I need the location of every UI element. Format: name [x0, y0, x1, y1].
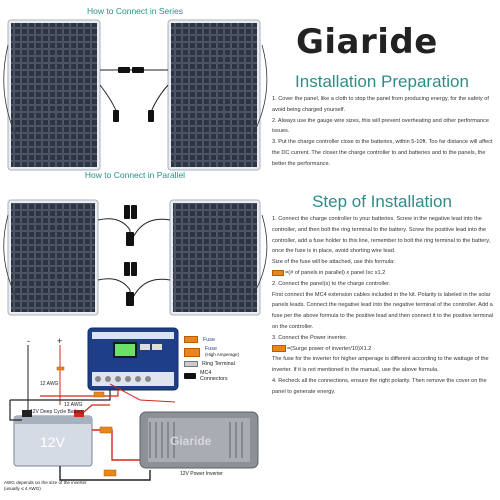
step-1-formula-intro: Size of the fuse will be attached, use t… [272, 259, 395, 266]
legend-item-fuse: Fuse [184, 336, 264, 343]
step-3: The fuse for the inverter for higher amp… [272, 356, 489, 374]
wiring-diagram [3, 19, 268, 481]
preparation-list: 1. Cover the panel, like a cloth to stop… [272, 94, 494, 170]
step-2: First connect the MC4 extension cables i… [272, 291, 494, 330]
series-title: How to Connect in Series [87, 6, 183, 16]
plus-sign: + [57, 336, 63, 346]
steps-list: 1. Connect the charge controller to your… [272, 214, 494, 398]
inverter-brand: Giaride [170, 434, 212, 448]
legend-item-mc4: MC4 Connectors [184, 370, 264, 382]
step-4: 4. Recheck all the connections, ensure t… [272, 377, 487, 395]
preparation-item-1: 1. Cover the panel, like a cloth to stop… [272, 96, 489, 113]
brand-logo: Giaride [296, 22, 438, 62]
preparation-item-2: 2. Always use the gauge wire sizes, this… [272, 117, 490, 135]
battery-voltage: 12V [40, 434, 65, 450]
step-1-formula: =(# of panels in parallel) x panel Isc x… [272, 268, 494, 279]
mc4-connector-icon [184, 373, 196, 379]
step-2-title: 2. Connect the panel(s) to the charge co… [272, 280, 391, 287]
battery [13, 410, 93, 467]
series-panel-left [7, 19, 101, 171]
ring-terminal-icon [184, 361, 198, 367]
wire-gauge-label-1: 12 AWG [40, 381, 59, 387]
legend-item-ring-terminal: Ring Terminal [184, 361, 264, 367]
battery-label: 12V Deep Cycle Battery [30, 409, 84, 415]
step-of-installation-title: Step of Installation [312, 192, 452, 211]
legend-item-fuse-high: Fuse (High Amperage) [184, 346, 264, 358]
series-mc4-connection [99, 67, 169, 122]
parallel-panel-left [7, 199, 99, 316]
fuse-high-amperage-icon [272, 344, 286, 352]
inverter-label: 12V Power Inverter [180, 471, 223, 477]
parallel-branch-connectors [97, 205, 171, 306]
fuse-icon [272, 269, 284, 276]
fuse-high-amperage-icon [184, 347, 200, 357]
power-inverter [139, 411, 259, 469]
step-3-title: 3. Connect the Power inverter. [272, 334, 348, 341]
parallel-panel-right [169, 199, 261, 316]
charge-controller [87, 327, 179, 391]
legend: Fuse Fuse (High Amperage) Ring Terminal … [184, 336, 264, 382]
fuse-icon [184, 336, 198, 343]
preparation-item-3: 3. Put the charge controller close to th… [272, 139, 493, 167]
parallel-title: How to Connect in Parallel [84, 170, 186, 180]
wire-gauge-label-2: 12 AWG [64, 402, 83, 408]
minus-sign: - [27, 336, 30, 346]
step-3-formula: =(Surge power of inverter/10)X1.2 [272, 344, 494, 355]
series-panel-right [167, 19, 261, 171]
step-1: 1. Connect the charge controller to your… [272, 216, 491, 255]
awg-note: AWG depends on the size of the inverter … [4, 480, 87, 491]
installation-preparation-title: Installation Preparation [295, 72, 469, 91]
